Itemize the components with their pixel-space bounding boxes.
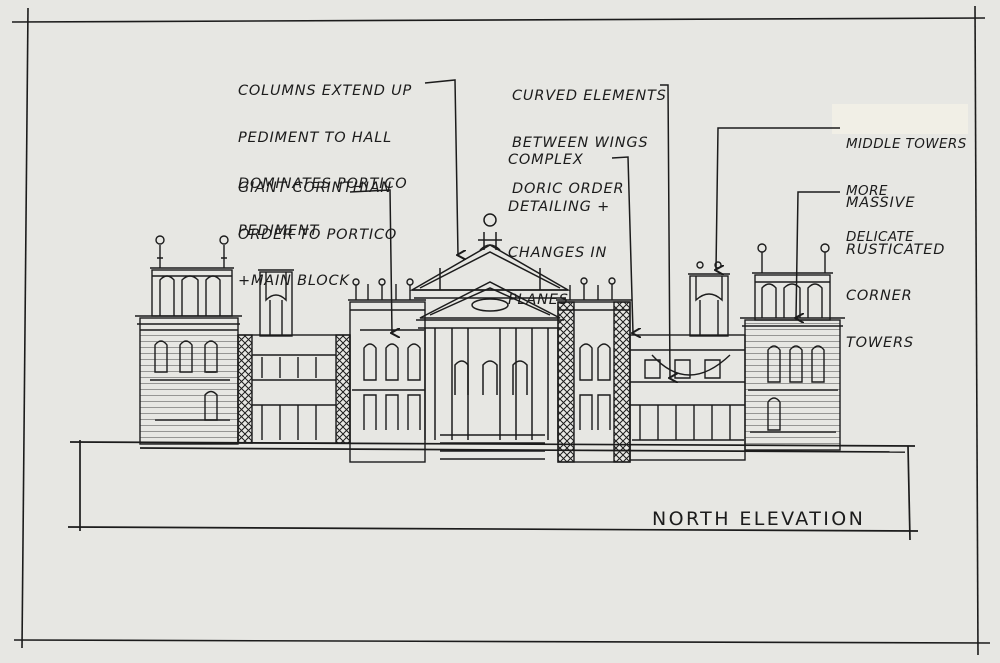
annotation-line: GIANT CORINTHIAN xyxy=(238,180,393,196)
annotation-line: CORNER xyxy=(846,288,913,304)
right-main-block xyxy=(556,277,632,463)
annotation-line: PLANES xyxy=(508,291,569,308)
annotation-line: MIDDLE TOWERS xyxy=(846,136,967,152)
annotation-columns: COLUMNS EXTEND UP PEDIMENT TO HALL DOMIN… xyxy=(238,53,412,270)
annotation-corner-towers: MASSIVE RUSTICATED CORNER TOWERS xyxy=(846,165,945,382)
annotation-curved: CURVED ELEMENTS BETWEEN WINGS DORIC ORDE… xyxy=(512,58,667,229)
annotation-line: BETWEEN WINGS xyxy=(512,134,649,151)
left-corner-tower xyxy=(135,235,242,445)
annotation-line: COLUMNS EXTEND UP xyxy=(238,83,413,99)
annotation-giant-order: GIANT CORINTHIAN ORDER TO PORTICO +MAIN … xyxy=(238,150,397,321)
correction-patch xyxy=(832,104,968,134)
annotation-line: DOMINATES PORTICO xyxy=(238,176,408,192)
annotation-line: DORIC ORDER xyxy=(512,181,625,197)
annotation-line: PEDIMENT xyxy=(238,222,320,239)
annotation-line: DETAILING + xyxy=(508,198,611,215)
annotation-line: MORE xyxy=(846,182,888,199)
leader-lines xyxy=(349,79,840,378)
annotation-line: CURVED ELEMENTS xyxy=(512,88,667,104)
annotation-line: MASSIVE xyxy=(846,195,916,211)
annotation-line: TOWERS xyxy=(846,334,914,351)
annotation-line: DELICATE xyxy=(846,229,915,245)
sheet-border xyxy=(11,5,991,656)
drawing-title: NORTH ELEVATION xyxy=(652,508,866,530)
annotation-line: COMPLEX xyxy=(508,152,584,168)
annotation-complex: COMPLEX DETAILING + CHANGES IN PLANES xyxy=(508,122,610,339)
annotation-line: PEDIMENT TO HALL xyxy=(238,129,392,146)
left-wing xyxy=(237,269,351,444)
annotation-line: +MAIN BLOCK xyxy=(238,273,350,289)
annotation-line: CHANGES IN xyxy=(508,245,608,261)
annotation-line: ORDER TO PORTICO xyxy=(238,226,398,243)
annotation-line: RUSTICATED xyxy=(846,241,946,258)
right-wing xyxy=(629,261,746,461)
central-portico xyxy=(409,213,571,460)
annotation-middle-towers: MIDDLE TOWERS MORE DELICATE xyxy=(846,106,967,277)
right-corner-tower xyxy=(740,243,845,451)
